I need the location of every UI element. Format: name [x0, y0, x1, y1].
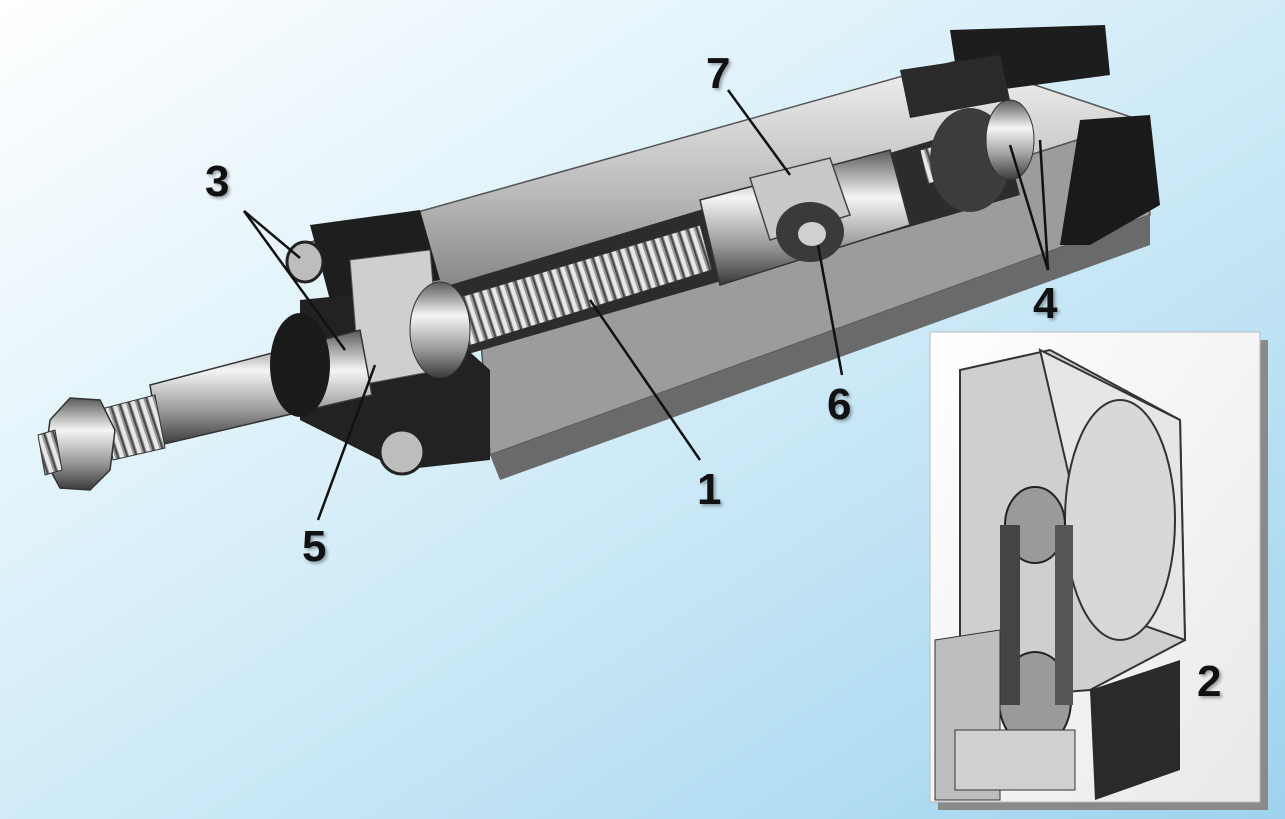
piston-rod — [104, 313, 373, 461]
ball-nut — [699, 149, 911, 286]
callout-4: 4 — [1033, 279, 1058, 328]
leader-lines — [242, 89, 1201, 682]
callout-2: 2 — [1197, 657, 1222, 706]
rear-end-block — [900, 25, 1160, 245]
bearings — [930, 99, 1035, 212]
callout-6: 6 — [827, 380, 852, 429]
callout-3: 3 — [205, 157, 230, 206]
callout-5: 5 — [302, 522, 327, 571]
callout-1: 1 — [697, 465, 722, 514]
rod-nut — [37, 397, 116, 491]
belt-drive-inset — [929, 331, 1268, 810]
callout-7: 7 — [706, 49, 731, 98]
